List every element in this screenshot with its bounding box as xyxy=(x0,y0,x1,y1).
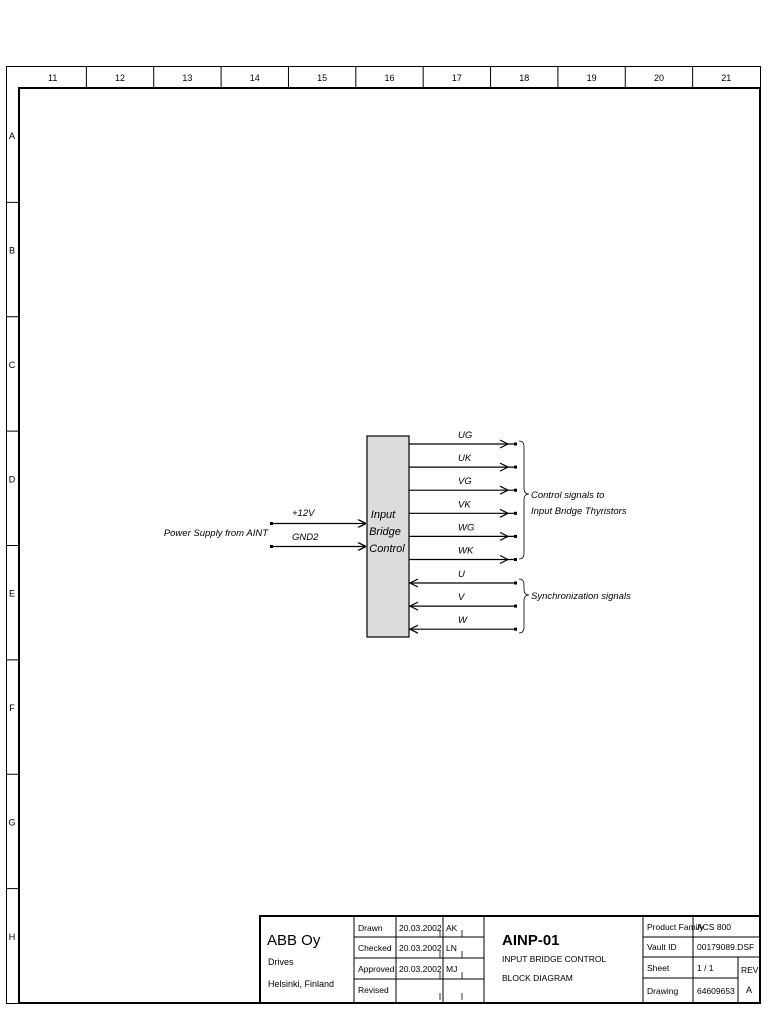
control-output-arrow xyxy=(499,439,510,449)
control-brace-label-line-2: Input Bridge Thyristors xyxy=(531,506,627,517)
control-output-arrow xyxy=(499,554,510,565)
control-output-label: VG xyxy=(458,476,472,487)
block-label-line-2: Bridge xyxy=(369,526,401,538)
row-label: B xyxy=(9,246,15,256)
column-label: 17 xyxy=(452,73,462,83)
sync-input-label: U xyxy=(458,569,465,580)
control-output-arrow xyxy=(499,485,510,495)
block-label-line-1: Input xyxy=(371,509,396,521)
sync-input-terminal xyxy=(514,627,517,631)
control-output-label: UK xyxy=(458,453,472,464)
approval-date-drawn: 20.03.2002 xyxy=(399,923,442,933)
column-label: 19 xyxy=(587,73,597,83)
signal-lines: UG UK VG VK WG WK U V W xyxy=(408,430,517,634)
drawing-number-label: Drawing xyxy=(647,986,678,996)
sync-brace-label: Synchronization signals xyxy=(531,591,631,602)
rev-value: A xyxy=(746,985,752,995)
sync-signals-brace xyxy=(518,578,530,634)
control-output-terminal xyxy=(514,442,517,446)
row-label: E xyxy=(9,589,15,599)
drawing-description-line-2: BLOCK DIAGRAM xyxy=(502,973,573,983)
column-label: 21 xyxy=(721,73,731,83)
title-block: ABB Oy Drives Helsinki, Finland Drawn 20… xyxy=(259,915,761,1004)
input-terminal-gnd2 xyxy=(270,545,273,548)
row-label: D xyxy=(9,474,16,484)
approval-initials-approved: MJ xyxy=(446,964,457,974)
drawing-number-value: 64609653 xyxy=(697,986,735,996)
control-output-terminal xyxy=(514,558,517,561)
approval-initials-drawn: AK xyxy=(446,923,458,933)
control-output-label: UG xyxy=(458,430,472,441)
company-name: ABB Oy xyxy=(267,932,321,949)
approval-role-approved: Approved xyxy=(358,964,395,974)
sheet-value: 1 / 1 xyxy=(697,963,714,973)
sync-input-terminal xyxy=(514,581,517,585)
column-label: 18 xyxy=(519,73,529,83)
approval-role-revised: Revised xyxy=(358,985,389,995)
power-source-label: Power Supply from AINT xyxy=(164,528,269,539)
row-label: A xyxy=(9,131,15,141)
drawing-description-line-1: INPUT BRIDGE CONTROL xyxy=(502,954,606,964)
block-diagram: Input Bridge Control Power Supply from A… xyxy=(164,430,631,638)
sync-input-arrow xyxy=(408,601,419,611)
drawing-title: AINP-01 xyxy=(502,932,560,949)
row-ruler: A B C D E F G H xyxy=(6,131,19,942)
row-label: H xyxy=(9,932,16,942)
sync-input-label: W xyxy=(458,615,468,626)
vault-id-label: Vault ID xyxy=(647,942,677,952)
product-family-value: ACS 800 xyxy=(697,922,731,932)
control-output-terminal xyxy=(514,465,517,469)
approval-date-approved: 20.03.2002 xyxy=(399,964,442,974)
control-signals-brace xyxy=(518,440,530,560)
column-label: 12 xyxy=(115,73,125,83)
control-output-label: WK xyxy=(458,546,474,557)
input-terminal-12v xyxy=(270,522,273,525)
control-brace-label-line-1: Control signals to xyxy=(531,490,604,501)
input-label-gnd2: GND2 xyxy=(292,532,319,543)
column-label: 13 xyxy=(182,73,192,83)
company-division: Drives xyxy=(268,957,294,967)
control-output-arrow xyxy=(499,531,510,541)
approval-role-checked: Checked xyxy=(358,943,392,953)
vault-id-value: 00179089.DSF xyxy=(697,942,754,952)
block-label-line-3: Control xyxy=(369,543,405,555)
column-label: 11 xyxy=(48,73,57,83)
column-label: 14 xyxy=(250,73,260,83)
control-output-label: VK xyxy=(458,499,471,510)
control-output-label: WG xyxy=(458,522,474,533)
row-label: F xyxy=(9,703,15,713)
column-label: 16 xyxy=(384,73,394,83)
approval-date-checked: 20.03.2002 xyxy=(399,943,442,953)
control-output-arrow xyxy=(499,508,510,518)
control-output-terminal xyxy=(514,511,517,515)
approval-role-drawn: Drawn xyxy=(358,923,383,933)
sheet-label: Sheet xyxy=(647,963,670,973)
sync-input-arrow xyxy=(408,578,419,588)
column-label: 15 xyxy=(317,73,327,83)
column-label: 20 xyxy=(654,73,664,83)
sync-input-terminal xyxy=(514,604,517,608)
sync-input-label: V xyxy=(458,592,466,603)
approval-initials-checked: LN xyxy=(446,943,457,953)
row-label: G xyxy=(8,817,15,827)
sync-input-arrow xyxy=(408,624,419,634)
column-ruler: 11 12 13 14 15 16 17 18 19 20 21 xyxy=(48,66,731,88)
company-location: Helsinki, Finland xyxy=(268,979,334,989)
control-output-terminal xyxy=(514,488,517,492)
input-label-12v: +12V xyxy=(292,508,316,519)
row-label: C xyxy=(9,360,16,370)
control-output-terminal xyxy=(514,534,517,538)
control-output-arrow xyxy=(499,462,510,472)
product-family-label: Product Family xyxy=(647,922,704,932)
rev-label: REV xyxy=(741,965,759,975)
